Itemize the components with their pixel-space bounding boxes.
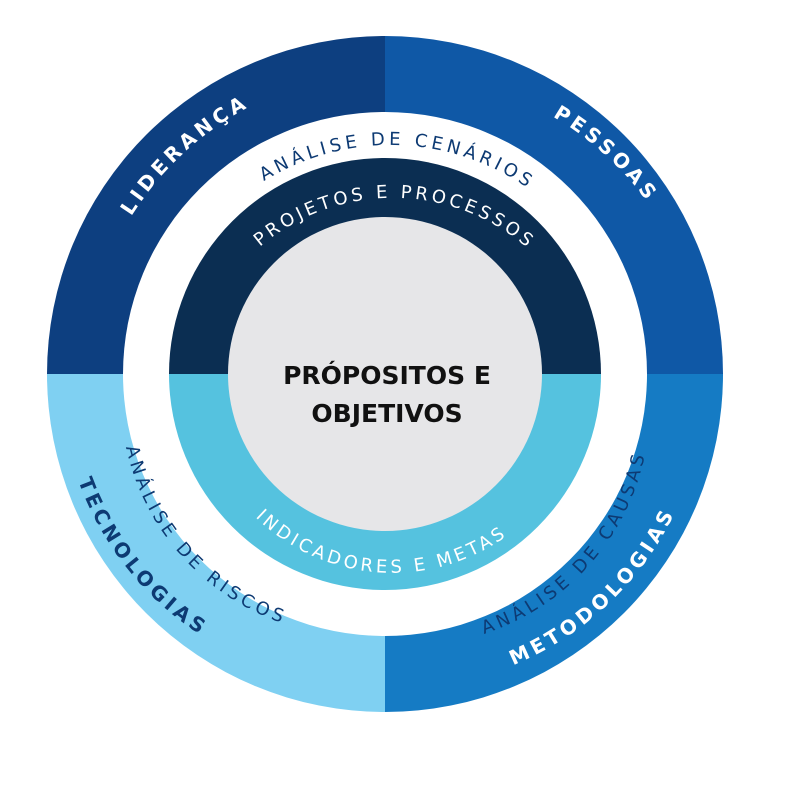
center-title-line-1: PRÓPOSITOS E: [283, 360, 491, 390]
center-circle: [228, 217, 542, 531]
center-title-line-2: OBJETIVOS: [311, 399, 462, 428]
